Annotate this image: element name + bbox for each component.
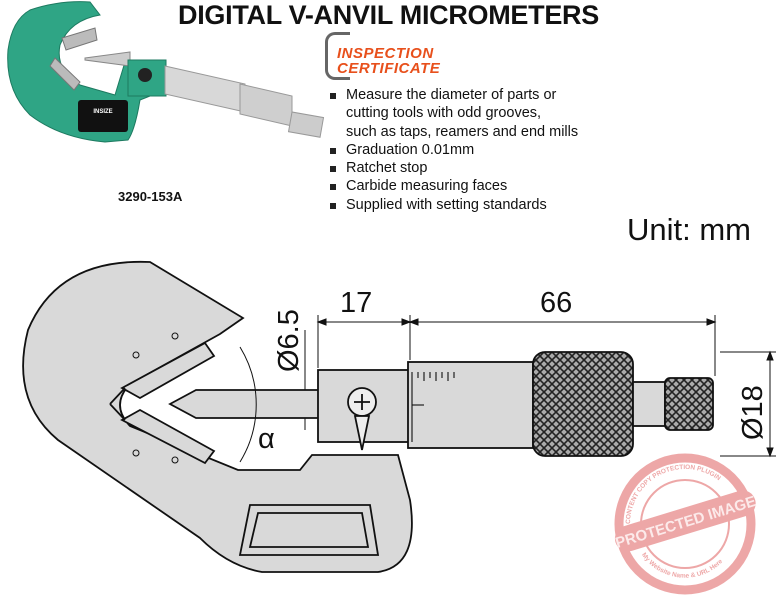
lock-lever [353, 415, 371, 451]
feature-item: Carbide measuring faces [330, 177, 578, 195]
thimble-knurl [532, 351, 634, 457]
thimble-neck [632, 381, 666, 427]
feature-item: Supplied with setting standards [330, 196, 578, 214]
feature-list: Measure the diameter of parts or cutting… [330, 86, 578, 214]
dimension-66: 66 [540, 287, 572, 319]
bullet-icon [330, 93, 336, 99]
feature-item: Measure the diameter of parts or cutting… [330, 86, 578, 141]
feature-item: Ratchet stop [330, 159, 578, 177]
dimension-17: 17 [340, 287, 372, 319]
bullet-icon [330, 202, 336, 209]
photo-brand-label: INSIZE [93, 109, 112, 115]
badge-bracket [325, 32, 350, 80]
photo-micrometer: INSIZE [7, 1, 325, 143]
model-number: 3290-153A [118, 189, 183, 204]
dimension-spindle-diameter: Ø6.5 [273, 309, 305, 372]
bullet-icon [330, 147, 336, 154]
unit-label: Unit: mm [627, 212, 751, 247]
inspection-certificate-badge: INSPECTION CERTIFICATE [325, 32, 460, 80]
dimension-thimble-diameter: Ø18 [737, 385, 769, 440]
ratchet-knurl [664, 377, 714, 431]
feature-text: cutting tools with odd grooves, [346, 105, 542, 122]
bullet-icon [330, 184, 336, 191]
watermark-bottom-text: My Website Name & URL Here [640, 552, 724, 580]
frame-body [22, 260, 413, 573]
feature-text: Measure the diameter of parts or [346, 87, 557, 103]
feature-text: Graduation 0.01mm [346, 141, 475, 158]
feature-text: Carbide measuring faces [346, 178, 508, 195]
protected-image-watermark: CONTENT COPY PROTECTION PLUGIN My Websit… [614, 453, 758, 595]
angle-alpha-label: α [258, 423, 275, 455]
feature-text: Ratchet stop [346, 160, 428, 177]
bullet-icon [330, 166, 336, 173]
page-title: DIGITAL V-ANVIL MICROMETERS [178, 0, 599, 30]
svg-text:My Website Name & URL Here: My Website Name & URL Here [640, 552, 724, 580]
spindle [168, 389, 321, 419]
frame-window [238, 504, 380, 556]
sleeve [407, 361, 534, 449]
badge-line-1: INSPECTION [337, 45, 434, 62]
lower-anvil [120, 408, 216, 465]
inner-v-edge [109, 387, 126, 421]
product-photo: INSIZE [7, 1, 325, 143]
graduation-ticks [411, 372, 455, 442]
feature-text: such as taps, reamers and end mills [346, 123, 579, 140]
badge-line-2: CERTIFICATE [337, 60, 441, 77]
feature-text: Supplied with setting standards [346, 196, 547, 213]
upper-anvil [120, 341, 216, 400]
dimension-lines [239, 315, 776, 463]
feature-item: Graduation 0.01mm [330, 141, 578, 159]
